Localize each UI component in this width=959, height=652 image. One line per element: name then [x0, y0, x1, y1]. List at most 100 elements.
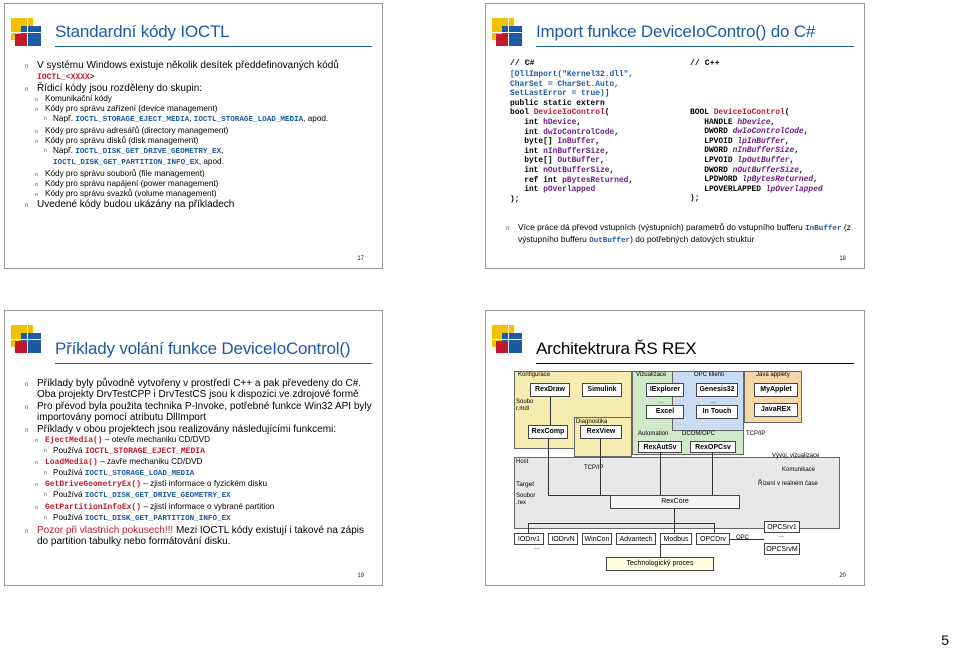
- code-token: );: [510, 194, 520, 204]
- cpp-header: // C++: [690, 59, 720, 68]
- slide-number: 20: [839, 573, 846, 579]
- function-name: GetDriveGeometryEx(): [45, 480, 142, 490]
- label-opc: OPC: [736, 535, 750, 541]
- text-span: – zjistí informace o vybrané partition: [141, 501, 275, 511]
- code-identifier: IOCTL_DISK_GET_PARTITION_INFO_EX: [53, 159, 199, 168]
- bullet-item: Příklady v obou projektech jsou realizov…: [25, 424, 372, 437]
- code-token: LPVOID: [690, 136, 738, 146]
- bullet-item: Kódy pro správu svazků (volume managemen…: [27, 188, 372, 200]
- slide-title: Architektrura ŘS REX: [536, 339, 697, 358]
- box-rexview: RexView: [580, 425, 622, 439]
- bullet-item: Např. IOCTL_DISK_GET_DRIVE_GEOMETRY_EX, …: [27, 146, 372, 169]
- code-token: ,: [595, 137, 600, 147]
- text-span: ,: [189, 114, 194, 123]
- label-vizualizace: Vizualizace: [636, 372, 667, 378]
- connector-line: [660, 545, 661, 557]
- connector-line: [550, 397, 551, 425]
- code-identifier: IOCTL_STORAGE_LOAD_MEDIA: [193, 116, 304, 124]
- label-ellipsis: …: [710, 399, 716, 405]
- code-token: int: [510, 165, 544, 175]
- bullet-item: Např. IOCTL_STORAGE_EJECT_MEDIA, IOCTL_S…: [27, 114, 372, 126]
- code-token: OutBuffer: [557, 156, 600, 166]
- text-span: Kódy pro správu svazků (volume managemen…: [45, 188, 217, 198]
- text-span: Např.: [53, 145, 76, 155]
- box-rexcore: RexCore: [610, 495, 740, 509]
- connector-line: [548, 439, 549, 495]
- slide-number: 18: [839, 256, 846, 262]
- box-iodrvn: IODrvN: [548, 533, 578, 545]
- cs-code-block: [DllImport("Kernel32.dll",CharSet = Char…: [510, 70, 633, 204]
- box-rexautsv: RexAutSv: [638, 441, 682, 453]
- bullet-item: Používá IOCTL_DISK_GET_PARTITION_INFO_EX: [27, 513, 372, 525]
- box-opcsrv1: OPCSrv1: [764, 521, 800, 533]
- slide-18: Import funkce DeviceIoContro() do C# // …: [485, 3, 865, 269]
- code-token: ,: [798, 165, 804, 175]
- slide-decoration-icon: [5, 4, 49, 64]
- code-token: pOverlapped: [543, 185, 596, 195]
- text-span: Používá: [53, 512, 85, 522]
- box-genesis32: Genesis32: [696, 383, 738, 397]
- code-token: ,: [614, 127, 619, 137]
- code-identifier: IOCTL_DISK_GET_PARTITION_INFO_EX: [84, 514, 231, 523]
- code-line: LPOVERLAPPED lpOverlapped: [690, 184, 823, 195]
- code-line: byte[] InBuffer,: [510, 137, 633, 147]
- code-token: bool: [510, 108, 534, 118]
- box-javarex: JavaREX: [754, 403, 798, 417]
- box-wincon: WinCon: [582, 533, 612, 545]
- connector-line: [600, 439, 601, 495]
- code-token: lpBytesReturned: [742, 175, 814, 185]
- label-java-applety: Java applety: [756, 372, 790, 378]
- code-line: [DllImport("Kernel32.dll",: [510, 70, 633, 80]
- code-token: (: [784, 108, 790, 117]
- label-opc-klienti: OPC klienti: [694, 372, 725, 378]
- code-token: ,: [803, 127, 809, 137]
- bullet-item: Kódy pro správu adresářů (directory mana…: [27, 126, 372, 137]
- text-span: Příklady v obou projektech jsou realizov…: [37, 424, 337, 435]
- box-excel: Excel: [646, 405, 684, 419]
- text-span: Komunikační kódy: [45, 94, 112, 103]
- slide-number: 17: [357, 256, 364, 262]
- code-token: InBuffer: [557, 137, 596, 147]
- code-token: HANDLE: [690, 117, 738, 127]
- text-span: Používá: [53, 490, 85, 500]
- label-rizeni: Řízení v reálném čase: [758, 481, 818, 487]
- code-line: int hDevice,: [510, 118, 633, 128]
- function-name: LoadMedia(): [45, 457, 98, 467]
- code-line: public static extern: [510, 99, 633, 109]
- code-token: hDevice: [543, 117, 577, 127]
- code-token: hDevice: [737, 117, 771, 127]
- label-ellipsis: …: [658, 399, 664, 405]
- box-intouch: In Touch: [696, 405, 738, 419]
- region-opc-klienti: [672, 371, 744, 431]
- code-line: HANDLE hDevice,: [690, 118, 823, 128]
- connector-line: [528, 523, 529, 533]
- box-opcsrvm: OPCSrvM: [764, 543, 800, 555]
- bullet-item: GetDriveGeometryEx() – zjistí informace …: [27, 479, 372, 490]
- label-konfigurace: Konfigurace: [518, 372, 551, 378]
- text-span: Pro převod byla použita technika P-Invok…: [37, 401, 372, 423]
- label-target: Target: [516, 481, 535, 488]
- code-token: SetLastError = true)]: [510, 89, 610, 99]
- bullet-item: LoadMedia() – zavře mechaniku CD/DVD: [27, 457, 372, 468]
- code-line: DWORD nOutBufferSize,: [690, 166, 823, 176]
- text-span: ,: [221, 145, 224, 155]
- region-target: [514, 457, 840, 529]
- code-token: lpOutBuffer: [737, 155, 790, 165]
- bullet-item: Řídicí kódy jsou rozděleny do skupin:: [25, 83, 372, 96]
- code-token: CharSet = CharSet.Auto,: [510, 79, 619, 89]
- code-token: lpOverlapped: [765, 184, 823, 194]
- code-token: byte[]: [510, 137, 558, 147]
- slide-title: Příklady volání funkce DeviceIoControl(): [55, 339, 351, 358]
- box-iodrv1: IODrv1: [514, 533, 544, 545]
- code-token: nInBufferSize: [732, 146, 795, 156]
- code-line: DWORD dwIoControlCode,: [690, 127, 823, 137]
- connector-line: [712, 453, 713, 495]
- code-token: nInBufferSize: [543, 146, 605, 156]
- code-token: pBytesReturned: [562, 175, 629, 185]
- connector-line: [548, 495, 610, 496]
- code-identifier: OutBuffer: [589, 237, 631, 245]
- code-token: nOutBufferSize: [543, 165, 610, 175]
- code-line: DWORD nInBufferSize,: [690, 146, 823, 156]
- code-token: ,: [628, 175, 634, 185]
- label-soubor-mdl: Soubo r.mdl: [516, 399, 534, 412]
